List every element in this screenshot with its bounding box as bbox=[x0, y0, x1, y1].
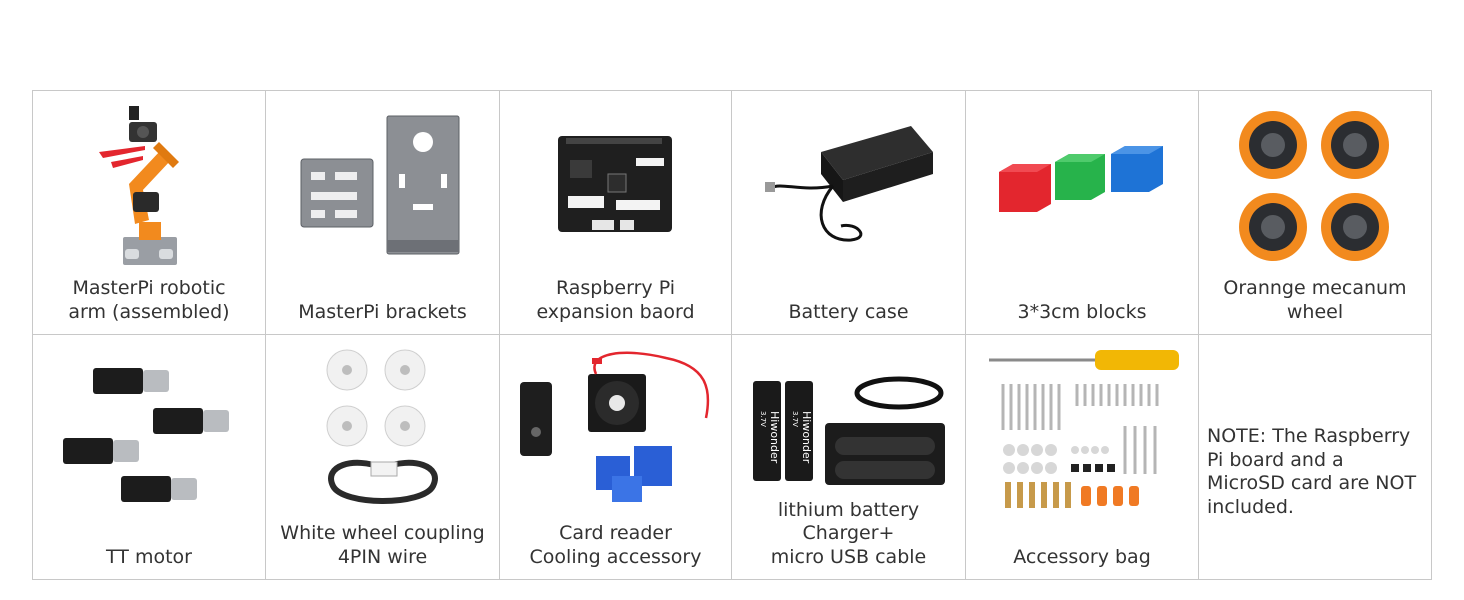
item-caption: Orannge mecanum wheel bbox=[1223, 277, 1407, 323]
item-caption: Battery case bbox=[788, 300, 909, 323]
accessory-bag-image bbox=[966, 343, 1198, 518]
item-mecanum-wheel: Orannge mecanum wheel bbox=[1199, 91, 1432, 335]
item-battery-case: Battery case bbox=[732, 91, 966, 335]
robotic-arm-image bbox=[33, 99, 265, 274]
tt-motor-image bbox=[33, 343, 265, 518]
battery-charger-image: Hiwonder Hiwonder 3.7V 3.7V bbox=[732, 343, 965, 518]
battery-brand-text-2: Hiwonder bbox=[800, 411, 813, 464]
item-card-reader-fan: Card reader Cooling accessory bbox=[500, 335, 732, 580]
brackets-image bbox=[266, 99, 499, 274]
item-battery-charger: Hiwonder Hiwonder 3.7V 3.7V lithium batt… bbox=[732, 335, 966, 580]
kit-contents-grid: MasterPi robotic arm (assembled) MasterP… bbox=[32, 90, 1432, 580]
item-brackets: MasterPi brackets bbox=[266, 91, 500, 335]
item-color-blocks: 3*3cm blocks bbox=[966, 91, 1199, 335]
item-caption: TT motor bbox=[106, 545, 192, 568]
item-caption: 3*3cm blocks bbox=[1017, 300, 1147, 323]
item-accessory-bag: Accessory bag bbox=[966, 335, 1199, 580]
expansion-board-image bbox=[500, 99, 731, 274]
note-text: NOTE: The Raspberry Pi board and a Micro… bbox=[1207, 425, 1417, 518]
card-reader-fan-image bbox=[500, 343, 731, 518]
battery-case-image bbox=[732, 99, 965, 274]
item-tt-motor: TT motor bbox=[33, 335, 266, 580]
item-expansion-board: Raspberry Pi expansion baord bbox=[500, 91, 732, 335]
item-caption: White wheel coupling 4PIN wire bbox=[280, 522, 485, 568]
item-caption: Card reader Cooling accessory bbox=[529, 522, 702, 568]
battery-voltage-text-2: 3.7V bbox=[791, 411, 799, 427]
wheel-coupling-image bbox=[266, 343, 499, 518]
item-caption: Accessory bag bbox=[1013, 545, 1151, 568]
note-cell: NOTE: The Raspberry Pi board and a Micro… bbox=[1199, 335, 1432, 580]
battery-brand-text: Hiwonder bbox=[768, 411, 781, 464]
item-robotic-arm: MasterPi robotic arm (assembled) bbox=[33, 91, 266, 335]
item-caption: Raspberry Pi expansion baord bbox=[536, 277, 695, 323]
mecanum-wheel-image bbox=[1199, 99, 1431, 274]
item-caption: lithium battery Charger+ micro USB cable bbox=[770, 498, 927, 568]
item-wheel-coupling: White wheel coupling 4PIN wire bbox=[266, 335, 500, 580]
battery-voltage-text: 3.7V bbox=[759, 411, 767, 427]
color-blocks-image bbox=[966, 99, 1198, 274]
item-caption: MasterPi robotic arm (assembled) bbox=[68, 277, 230, 323]
item-caption: MasterPi brackets bbox=[298, 300, 467, 323]
